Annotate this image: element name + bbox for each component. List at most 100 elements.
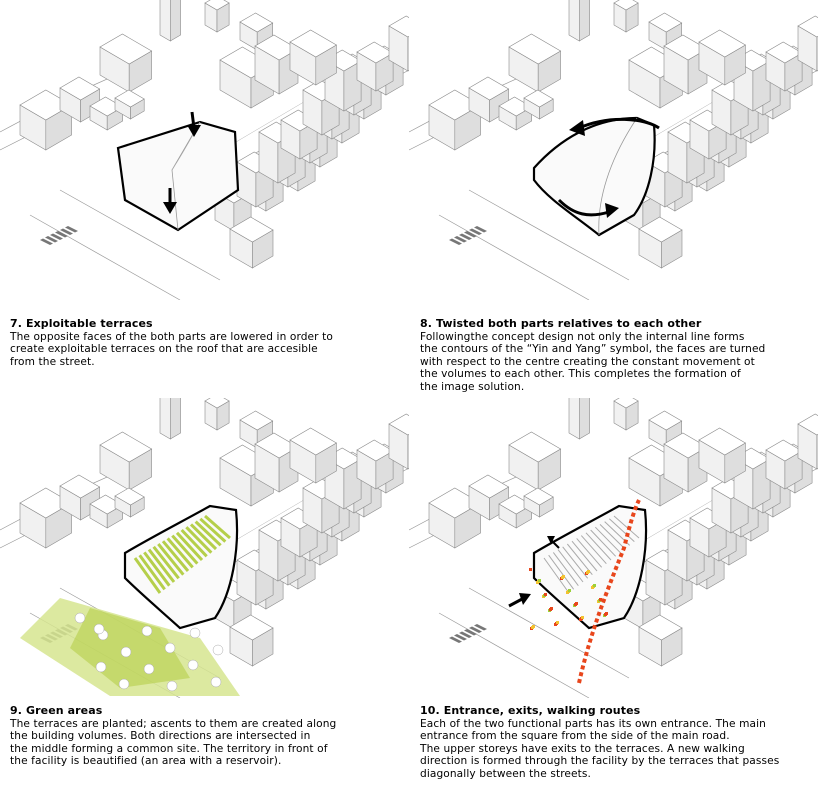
entrance-arrow-icon — [508, 593, 531, 608]
pedestrian-dot — [599, 598, 602, 601]
caption-9: 9. Green areas The terraces are planted;… — [10, 704, 405, 768]
main-building — [532, 116, 660, 237]
small-building — [648, 12, 683, 51]
building-mid-3 — [289, 29, 337, 86]
rotate-arrow-icon — [557, 198, 619, 218]
city-blocks-grid — [623, 413, 818, 630]
pedestrian-dot — [556, 621, 559, 624]
pedestrian-dot — [568, 589, 571, 592]
building-front — [229, 216, 274, 269]
down-arrow-icon — [187, 111, 201, 137]
building-mid-3 — [698, 29, 746, 86]
caption-title-7: 7. Exploitable terraces — [10, 317, 153, 330]
caption-title-9: 9. Green areas — [10, 704, 103, 717]
building-left-1 — [428, 89, 482, 151]
caption-body-10: Each of the two functional parts has its… — [420, 717, 780, 780]
tree-icon — [187, 659, 199, 671]
tower-block — [613, 398, 639, 431]
tree-icon — [143, 663, 155, 675]
building-left-4 — [114, 89, 145, 120]
pedestrian-dot — [529, 568, 532, 571]
tower-block — [613, 0, 639, 33]
building-left-3 — [89, 96, 124, 131]
main-building — [116, 111, 240, 232]
city-block — [356, 41, 394, 92]
city-blocks-grid — [623, 15, 818, 232]
city-blocks-grid — [214, 413, 409, 630]
city-block — [388, 413, 409, 470]
diagram-panel-9 — [0, 398, 409, 698]
church — [508, 33, 562, 93]
caption-body-8: Followingthe concept design not only the… — [420, 330, 766, 393]
building-front — [638, 614, 683, 667]
caption-10: 10. Entrance, exits, walking routes Each… — [420, 704, 815, 781]
building-left-1 — [428, 487, 482, 549]
pedestrian-dot — [581, 616, 584, 619]
tree-icon — [210, 676, 222, 688]
building-mid-3 — [289, 427, 337, 484]
pedestrian-dot — [562, 575, 565, 578]
green-area — [20, 598, 240, 696]
axonometric-diagram-9 — [0, 398, 409, 698]
main-building — [20, 504, 240, 696]
crosswalk — [40, 226, 78, 245]
building-left-1 — [19, 487, 73, 549]
church — [99, 33, 153, 93]
city-block — [765, 41, 803, 92]
pedestrian-dot — [538, 579, 541, 582]
pedestrian-dot — [605, 612, 608, 615]
building-mid-2 — [663, 432, 708, 493]
diagram-panel-8 — [409, 0, 818, 300]
church-tower — [159, 0, 181, 42]
building-front — [229, 614, 274, 667]
building-left-1 — [19, 89, 73, 151]
axonometric-diagram-10 — [409, 398, 818, 698]
rotate-arrow-icon — [569, 117, 660, 136]
church-tower — [568, 398, 590, 440]
tree-icon — [189, 627, 201, 639]
tree-icon — [120, 646, 132, 658]
caption-8: 8. Twisted both parts relatives to each … — [420, 317, 815, 394]
building-left-3 — [89, 494, 124, 529]
city-blocks-grid — [214, 15, 409, 232]
exit-arrow-icon — [547, 536, 560, 549]
tree-icon — [118, 678, 130, 690]
down-arrow-icon — [163, 188, 177, 214]
pedestrian-dot — [532, 625, 535, 628]
main-building — [508, 499, 648, 684]
tree-icon — [74, 612, 86, 624]
tower-block — [204, 0, 230, 33]
caption-body-9: The terraces are planted; ascents to the… — [10, 717, 337, 768]
tower-block — [204, 398, 230, 431]
caption-title-8: 8. Twisted both parts relatives to each … — [420, 317, 702, 330]
building-left-3 — [498, 96, 533, 131]
city-block — [388, 15, 409, 72]
axonometric-diagram-8 — [409, 0, 818, 300]
terrace-stripes — [133, 514, 231, 594]
tree-icon — [164, 642, 176, 654]
pedestrian-dot — [544, 593, 547, 596]
building-mid-2 — [663, 34, 708, 95]
caption-7: 7. Exploitable terraces The opposite fac… — [10, 317, 405, 368]
building-mid-2 — [254, 34, 299, 95]
building-left-4 — [523, 89, 554, 120]
crosswalk — [449, 624, 487, 643]
tree-icon — [166, 680, 178, 692]
crosswalk — [449, 226, 487, 245]
building-mid-3 — [698, 427, 746, 484]
diagram-panel-10 — [409, 398, 818, 698]
pedestrian-dot — [575, 602, 578, 605]
church-tower — [159, 398, 181, 440]
church — [508, 431, 562, 491]
caption-body-7: The opposite faces of the both parts are… — [10, 330, 333, 368]
building-left-4 — [114, 487, 145, 518]
city-block — [797, 413, 818, 470]
building-left-4 — [523, 487, 554, 518]
tree-icon — [93, 623, 105, 635]
tree-icon — [141, 625, 153, 637]
pedestrian-dot — [550, 607, 553, 610]
city-block — [765, 439, 803, 490]
city-block — [356, 439, 394, 490]
church-tower — [568, 0, 590, 42]
diagram-panel-7 — [0, 0, 409, 300]
